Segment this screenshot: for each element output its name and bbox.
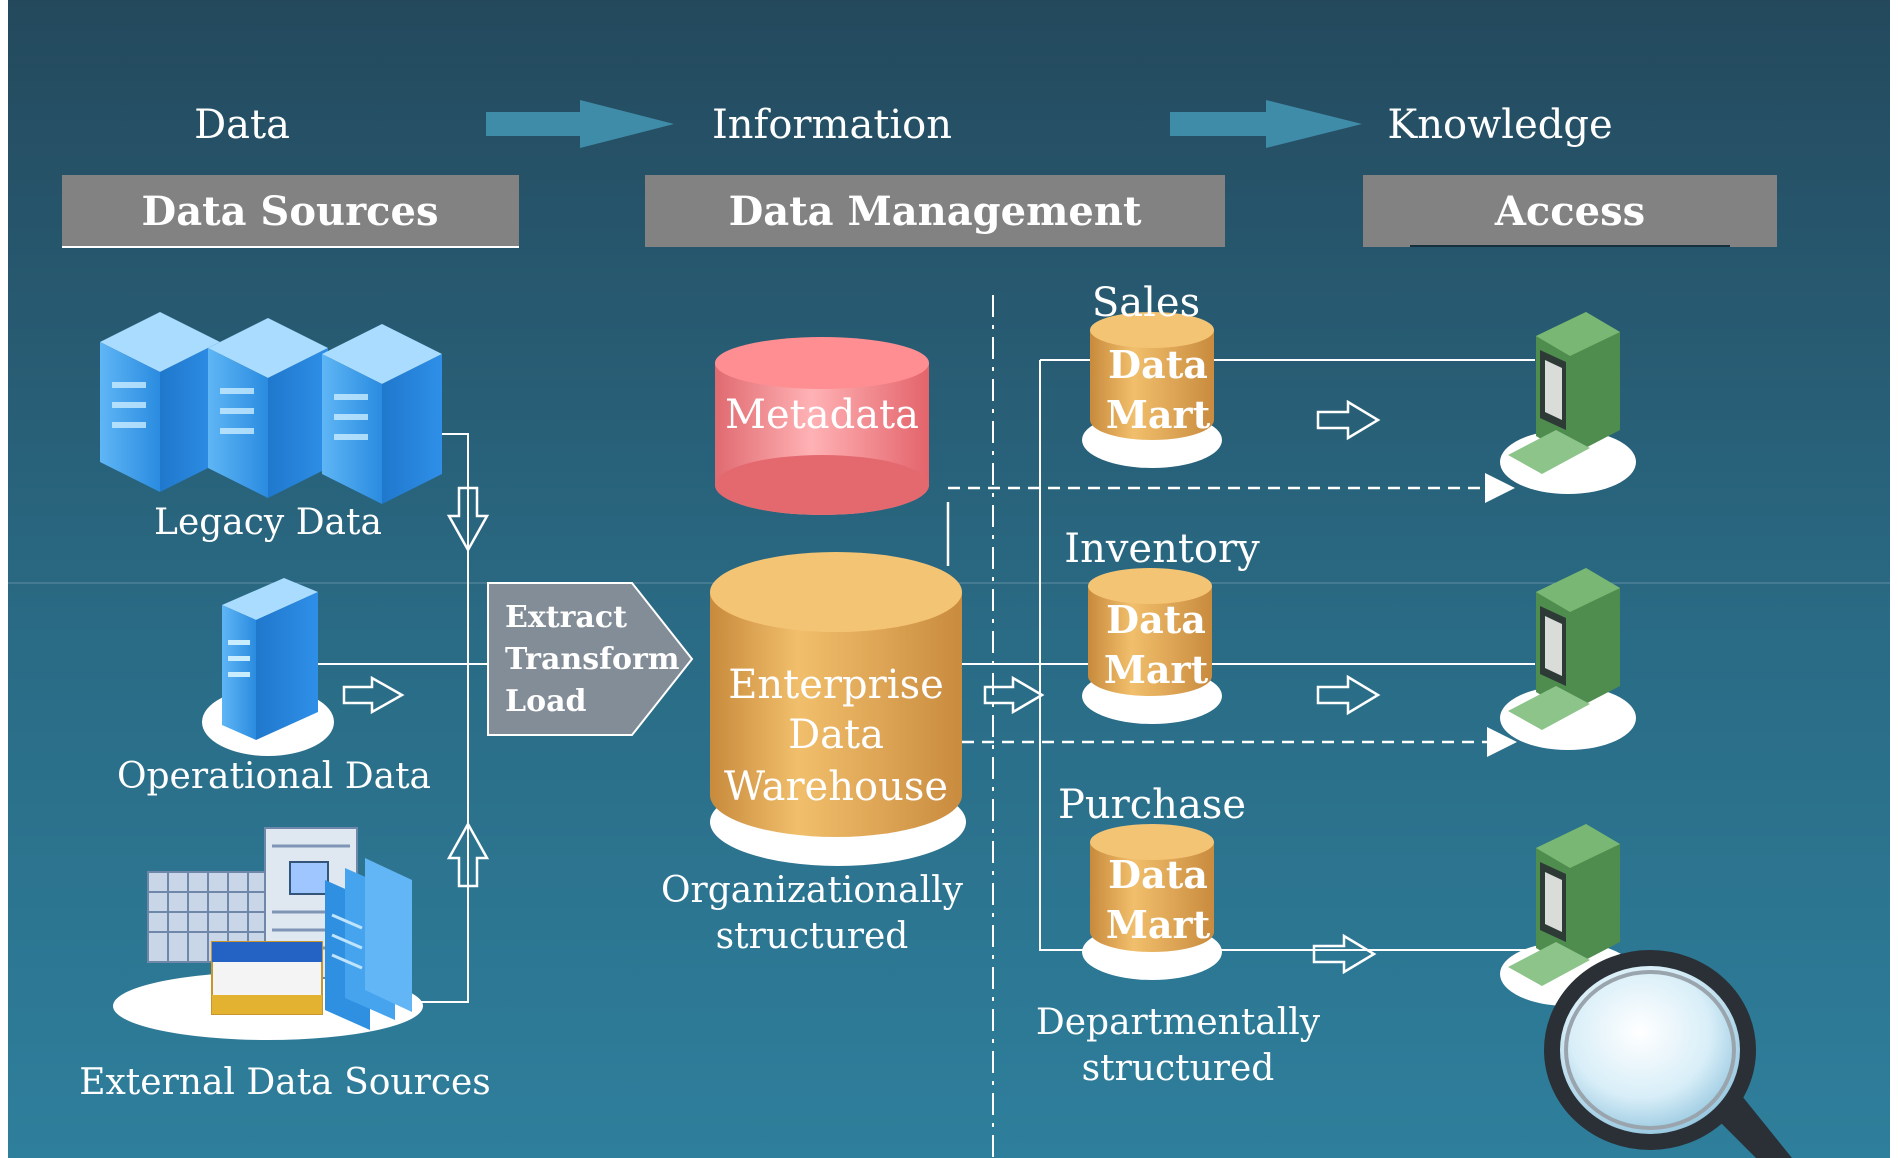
etl-transform-label: Transform <box>505 642 680 677</box>
flow-stage-knowledge: Knowledge <box>1387 102 1612 148</box>
etl-load-label: Load <box>505 684 587 719</box>
down-arrow-icon <box>446 486 490 553</box>
mart-inventory-line2: Mart <box>1104 647 1209 692</box>
purchase-data-mart <box>1082 824 1222 980</box>
warehouse-line-warehouse: Warehouse <box>724 764 948 810</box>
right-arrow-icon <box>342 675 405 715</box>
right-edge <box>1890 0 1898 1158</box>
marts-caption-line1: Departmentally <box>1036 1002 1321 1043</box>
header-access: Access <box>1494 188 1645 235</box>
sales-terminal-icon <box>1500 312 1636 494</box>
marts-caption-line2: structured <box>1082 1048 1275 1089</box>
legacy-data-servers-icon <box>100 312 442 504</box>
metadata-links <box>946 473 1517 757</box>
mart-sales-line2: Mart <box>1106 392 1211 437</box>
right-arrow-icon <box>1316 674 1381 716</box>
header-access-bar <box>1363 175 1777 247</box>
mart-purchase-line1: Data <box>1108 852 1208 897</box>
header-management-bar <box>645 175 1225 247</box>
flow-arrow-1 <box>486 100 674 148</box>
mart-purchase-title: Purchase <box>1058 782 1246 828</box>
external-data-sources-label: External Data Sources <box>79 1062 491 1103</box>
flow-stage-data: Data <box>194 102 290 148</box>
external-data-sources-icon <box>113 827 423 1040</box>
mart-sales-line1: Data <box>1108 342 1208 387</box>
magnifying-glass-icon <box>1544 950 1792 1158</box>
etl-process-shape <box>487 582 694 736</box>
warehouse-line-data: Data <box>788 712 884 758</box>
right-arrow-icon <box>1312 933 1377 975</box>
source-connectors <box>318 433 490 1003</box>
header-data-management: Data Management <box>729 188 1142 235</box>
enterprise-data-warehouse-cylinder <box>710 552 966 866</box>
etl-extract-label: Extract <box>505 600 627 635</box>
metadata-label: Metadata <box>725 392 919 438</box>
flow-arrow-2 <box>1170 100 1362 148</box>
right-arrow-icon <box>1316 399 1381 441</box>
header-data-sources: Data Sources <box>142 188 439 235</box>
warehouse-line-enterprise: Enterprise <box>728 662 944 708</box>
sales-data-mart <box>1082 312 1222 468</box>
left-edge <box>0 0 8 1158</box>
mart-inventory-line1: Data <box>1106 597 1206 642</box>
up-arrow-icon <box>446 821 490 888</box>
inventory-data-mart <box>1082 568 1222 724</box>
mart-connectors <box>962 359 1535 975</box>
operational-data-label: Operational Data <box>117 756 431 797</box>
flow-stage-information: Information <box>712 102 952 148</box>
right-arrow-icon <box>983 675 1045 715</box>
mart-sales-title: Sales <box>1092 280 1200 326</box>
header-sources-bar <box>62 175 519 247</box>
operational-data-server-icon <box>202 578 334 756</box>
warehouse-caption-line2: structured <box>716 916 909 957</box>
warehouse-caption-line1: Organizationally <box>661 870 964 911</box>
metadata-cylinder <box>715 337 929 515</box>
mart-purchase-line2: Mart <box>1106 902 1211 947</box>
legacy-data-label: Legacy Data <box>154 502 382 543</box>
inventory-terminal-icon <box>1500 568 1636 750</box>
mart-inventory-title: Inventory <box>1064 526 1260 572</box>
